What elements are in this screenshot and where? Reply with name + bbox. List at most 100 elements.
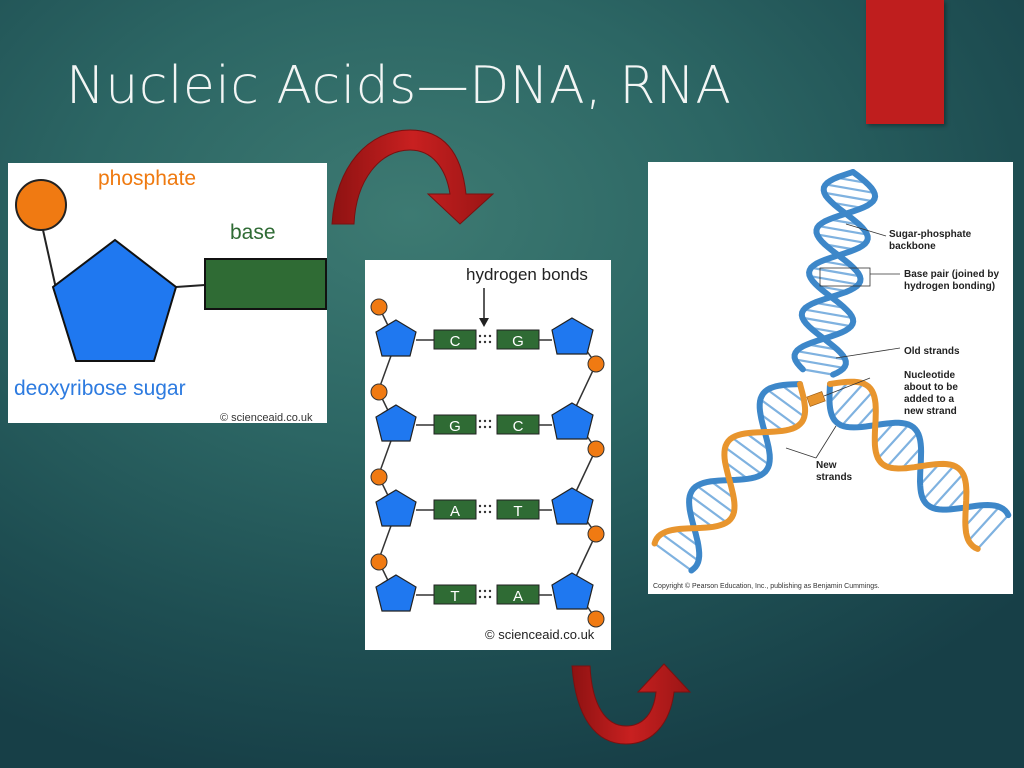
hydrogen-bond-dot bbox=[483, 595, 487, 599]
phosphate-circle bbox=[370, 298, 388, 316]
hydrogen-bond-dot bbox=[478, 504, 482, 508]
base-pair-rung bbox=[901, 446, 922, 470]
hydrogen-bond-dot bbox=[488, 425, 492, 429]
phosphate-circle bbox=[587, 525, 605, 543]
hydrogen-bond-dot bbox=[478, 595, 482, 599]
base-letter: T bbox=[513, 503, 522, 520]
hydrogen-bond-dot bbox=[488, 589, 492, 593]
phosphate-circle bbox=[370, 468, 388, 486]
base-pair-rung bbox=[877, 423, 910, 460]
base-pair-rung bbox=[803, 308, 853, 320]
hydrogen-bond-dot bbox=[478, 510, 482, 514]
new-strand bbox=[651, 381, 809, 547]
free-nucleotide bbox=[806, 391, 826, 407]
old-strands-label: Old strands bbox=[904, 346, 960, 357]
base-pair-rung bbox=[831, 382, 865, 419]
base-letter: G bbox=[449, 418, 461, 435]
base-rectangle bbox=[433, 329, 477, 350]
hydrogen-bond-dot bbox=[478, 419, 482, 423]
base-pair-label: Base pair (joined by hydrogen bonding) bbox=[904, 269, 1002, 292]
base-pair-rung bbox=[724, 461, 749, 480]
base-pair-rung bbox=[919, 463, 940, 486]
base-pair-rung bbox=[696, 484, 735, 514]
arrow-down-icon bbox=[479, 318, 489, 327]
nucleotide-label: Nucleotide about to be added to a new st… bbox=[904, 370, 961, 417]
sugar-pentagon bbox=[551, 317, 594, 355]
hydrogen-bond-dot bbox=[478, 425, 482, 429]
base-rectangle bbox=[433, 584, 477, 605]
hydrogen-bond-dot bbox=[483, 504, 487, 508]
base-pair-rung bbox=[964, 504, 986, 527]
hydrogen-bond-dot bbox=[488, 595, 492, 599]
accent-bar bbox=[866, 0, 944, 124]
sugar-pentagon bbox=[375, 489, 417, 527]
base-pair-rung bbox=[689, 509, 714, 528]
hydrogen-bonds-label: hydrogen bonds bbox=[466, 265, 588, 284]
phosphate-circle bbox=[15, 179, 67, 231]
base-pair-rung bbox=[828, 381, 850, 404]
base-pair-rung bbox=[675, 528, 700, 548]
base-letter: T bbox=[450, 588, 459, 605]
base-pair-rung bbox=[710, 480, 735, 499]
dna-replication-diagram: Sugar-phosphate backbone Base pair (join… bbox=[648, 162, 1013, 594]
curved-arrow-icon bbox=[331, 129, 495, 225]
nucleotide-diagram: phosphate base deoxyribose sugar © scien… bbox=[8, 163, 327, 424]
hydrogen-bond-dot bbox=[478, 334, 482, 338]
hydrogen-bond-dot bbox=[478, 340, 482, 344]
base-pair-rung bbox=[841, 391, 874, 427]
base-pair-rung bbox=[976, 514, 1010, 550]
base-pair-rung bbox=[818, 224, 868, 236]
old-strand bbox=[798, 169, 879, 378]
hydrogen-bond-dot bbox=[483, 589, 487, 593]
hydrogen-bond-dot bbox=[483, 425, 487, 429]
hydrogen-bond-dot bbox=[483, 419, 487, 423]
sugar-pentagon bbox=[375, 574, 417, 612]
base-rectangle bbox=[433, 414, 477, 435]
sugar-pentagon bbox=[375, 319, 417, 357]
base-letter: A bbox=[450, 503, 460, 520]
phosphate-label: phosphate bbox=[98, 167, 196, 190]
hydrogen-bond-dot bbox=[488, 340, 492, 344]
base-pair-rung bbox=[724, 446, 763, 476]
base-pair-rung bbox=[809, 274, 859, 286]
base-pairs-diagram: hydrogen bonds C G G C A T T A © scienceaid.co.… bbox=[365, 260, 611, 650]
hydrogen-bond-dot bbox=[483, 510, 487, 514]
sugar-pentagon bbox=[375, 404, 417, 442]
base-pair-rung bbox=[731, 436, 770, 466]
base-pair-rung bbox=[816, 233, 866, 245]
base-pair-rung bbox=[824, 191, 874, 203]
base-pair-rung bbox=[766, 388, 805, 418]
base-pair-rung bbox=[661, 532, 700, 562]
base-pair-rung bbox=[802, 316, 852, 328]
phosphate-circle bbox=[587, 610, 605, 628]
base-pair-rung bbox=[689, 494, 728, 524]
base-pair-rung bbox=[745, 432, 770, 451]
base-pair-rung bbox=[825, 183, 875, 195]
curved-arrow-icon bbox=[571, 663, 692, 745]
base-pair-rung bbox=[759, 413, 784, 432]
base-letter: C bbox=[450, 333, 461, 350]
base-pair-rung bbox=[922, 465, 955, 501]
base-pair-rung bbox=[794, 358, 845, 370]
base-pair-rung bbox=[931, 473, 964, 509]
base-rectangle bbox=[433, 499, 477, 520]
base-letter: C bbox=[513, 418, 524, 435]
hydrogen-bond-dot bbox=[488, 419, 492, 423]
sugar-pentagon bbox=[551, 402, 594, 440]
base-pair-rung bbox=[802, 368, 834, 376]
credit-text: © scienceaid.co.uk bbox=[485, 627, 595, 642]
base-letter: A bbox=[513, 588, 523, 605]
sugar-pentagon bbox=[51, 238, 178, 362]
base-letter: G bbox=[512, 333, 524, 350]
phosphate-circle bbox=[587, 440, 605, 458]
base-pair-rung bbox=[874, 422, 895, 445]
hydrogen-bond-dot bbox=[488, 334, 492, 338]
copyright-text: Copyright © Pearson Education, Inc., pub… bbox=[653, 582, 880, 590]
base-pair-rung bbox=[653, 542, 693, 572]
base-pair-rung bbox=[810, 266, 861, 278]
credit-text: © scienceaid.co.uk bbox=[220, 412, 313, 423]
phosphate-circle bbox=[370, 383, 388, 401]
base-pair-rung bbox=[967, 506, 1001, 542]
hydrogen-bond-dot bbox=[488, 504, 492, 508]
